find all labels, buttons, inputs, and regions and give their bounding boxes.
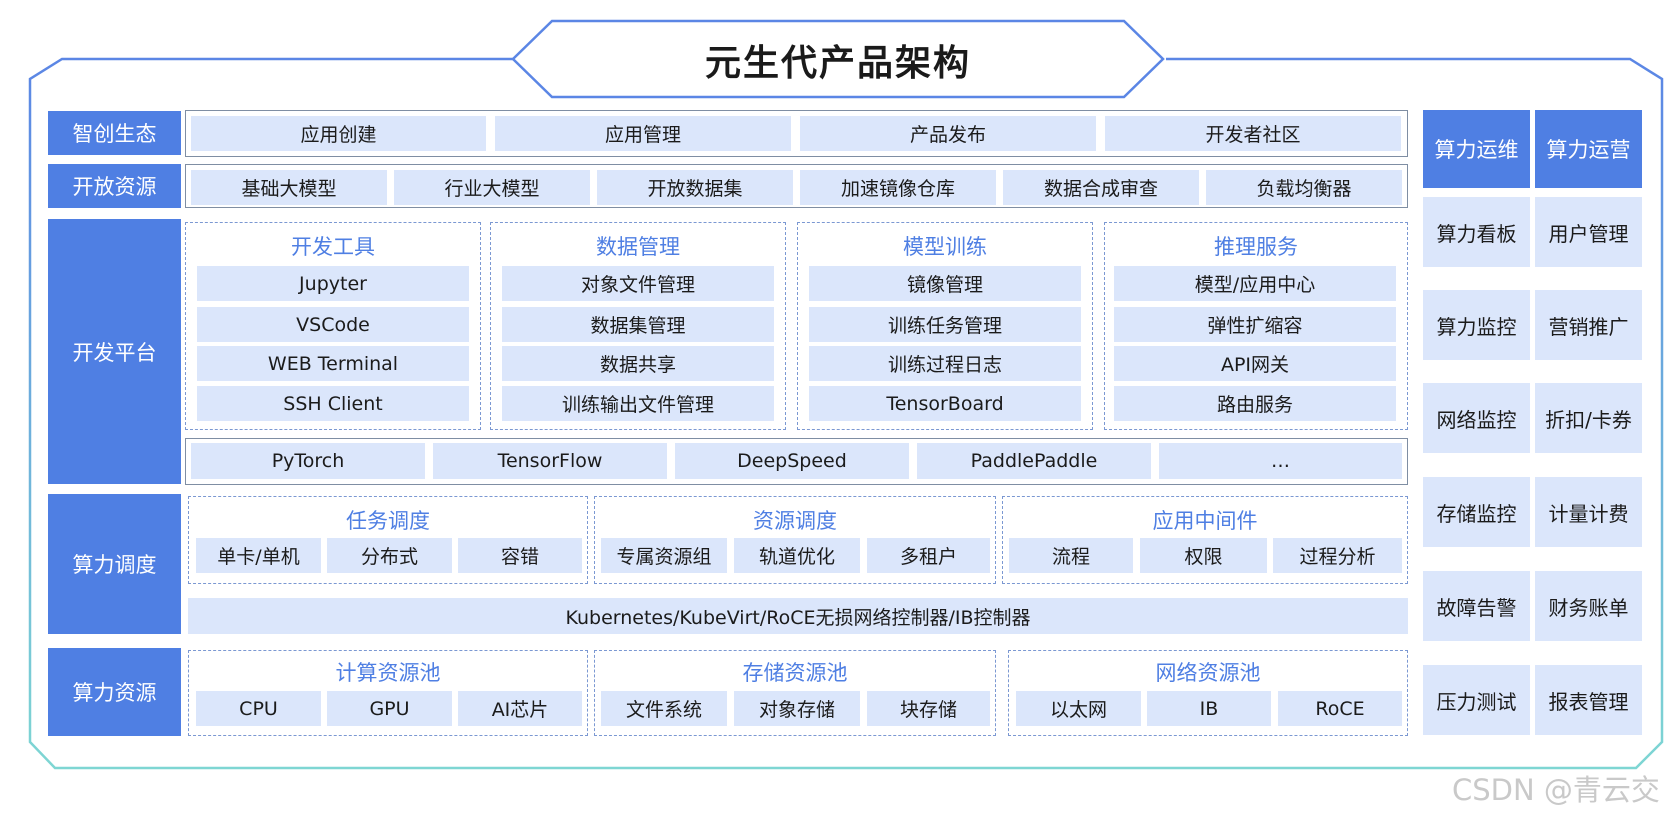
dev-group-item: 训练输出文件管理 — [502, 386, 774, 421]
resource-group-box — [594, 650, 996, 736]
scheduling-group-item: 容错 — [458, 538, 582, 573]
resource-group-item: 以太网 — [1016, 691, 1141, 726]
right-column-item: 用户管理 — [1535, 197, 1642, 267]
dev-group-title: 数据管理 — [596, 235, 680, 259]
framework-item: PyTorch — [191, 443, 425, 479]
open-resource-item: 数据合成审查 — [1003, 170, 1199, 205]
row-label-dev-platform: 开发平台 — [48, 219, 181, 484]
right-column-item: 网络监控 — [1423, 383, 1530, 453]
open-resource-item: 加速镜像仓库 — [800, 170, 996, 205]
right-column-item: 算力监控 — [1423, 290, 1530, 360]
scheduling-group-box — [188, 496, 588, 584]
row-label-scheduling: 算力调度 — [48, 494, 181, 634]
scheduling-group-title: 应用中间件 — [1152, 509, 1258, 533]
open-resource-item: 基础大模型 — [191, 170, 387, 205]
resource-group-box — [1008, 650, 1408, 736]
right-column-header: 算力运维 — [1423, 110, 1530, 188]
resource-group-item: 对象存储 — [734, 691, 860, 726]
resource-group-item: IB — [1147, 691, 1271, 726]
dev-group-item: 训练任务管理 — [809, 307, 1081, 342]
dev-group-item: API网关 — [1114, 346, 1396, 381]
right-column-item: 存储监控 — [1423, 477, 1530, 547]
frameworks-box — [185, 438, 1408, 485]
dev-group-item: 路由服务 — [1114, 386, 1396, 421]
dev-group-title: 推理服务 — [1214, 235, 1298, 259]
dev-group-box — [185, 222, 481, 430]
scheduling-infra-bar: Kubernetes/KubeVirt/RoCE无损网络控制器/IB控制器 — [188, 598, 1408, 634]
dev-group-box — [490, 222, 786, 430]
right-column-item: 报表管理 — [1535, 665, 1642, 735]
open-resource-item: 行业大模型 — [394, 170, 590, 205]
scheduling-group-box — [594, 496, 996, 584]
scheduling-group-item: 过程分析 — [1273, 538, 1402, 573]
right-column-item: 计量计费 — [1535, 477, 1642, 547]
resource-group-box — [188, 650, 588, 736]
right-column-header: 算力运营 — [1535, 110, 1642, 188]
right-column-item: 算力看板 — [1423, 197, 1530, 267]
dev-group-item: 数据集管理 — [502, 307, 774, 342]
title-banner — [511, 19, 1165, 99]
watermark: CSDN @青云交 — [1452, 773, 1660, 807]
scheduling-group-item: 轨道优化 — [734, 538, 860, 573]
ecosystem-item: 开发者社区 — [1105, 116, 1401, 151]
scheduling-group-item: 专属资源组 — [601, 538, 727, 573]
scheduling-group-box — [1002, 496, 1408, 584]
right-column-item: 故障告警 — [1423, 571, 1530, 641]
ecosystem-item: 应用创建 — [191, 116, 486, 151]
row-label-ecosystem: 智创生态 — [48, 111, 181, 155]
dev-group-item: 训练过程日志 — [809, 346, 1081, 381]
resource-group-item: RoCE — [1278, 691, 1402, 726]
ecosystem-item: 应用管理 — [495, 116, 791, 151]
framework-item: … — [1159, 443, 1402, 479]
framework-item: DeepSpeed — [675, 443, 909, 479]
scheduling-group-item: 权限 — [1140, 538, 1267, 573]
ecosystem-item: 产品发布 — [800, 116, 1096, 151]
dev-group-item: VSCode — [197, 307, 469, 342]
open-resource-item: 开放数据集 — [597, 170, 793, 205]
scheduling-group-item: 单卡/单机 — [196, 538, 321, 573]
dev-group-item: TensorBoard — [809, 386, 1081, 421]
resource-group-item: 文件系统 — [601, 691, 727, 726]
framework-item: PaddlePaddle — [917, 443, 1151, 479]
resource-group-item: CPU — [196, 691, 321, 726]
resource-group-title: 存储资源池 — [742, 661, 848, 685]
dev-group-title: 模型训练 — [903, 235, 987, 259]
dev-group-item: Jupyter — [197, 266, 469, 301]
dev-group-title: 开发工具 — [291, 235, 375, 259]
resource-group-item: GPU — [327, 691, 452, 726]
row-label-resources: 算力资源 — [48, 648, 181, 736]
frame-outline — [28, 57, 1664, 770]
scheduling-group-title: 资源调度 — [753, 509, 837, 533]
right-column-item: 营销推广 — [1535, 290, 1642, 360]
resource-group-title: 计算资源池 — [335, 661, 441, 685]
framework-item: TensorFlow — [433, 443, 667, 479]
resource-group-title: 网络资源池 — [1155, 661, 1261, 685]
resource-group-item: AI芯片 — [458, 691, 582, 726]
dev-group-box — [1104, 222, 1408, 430]
dev-group-item: 弹性扩缩容 — [1114, 307, 1396, 342]
scheduling-group-item: 多租户 — [867, 538, 990, 573]
right-column-item: 压力测试 — [1423, 665, 1530, 735]
scheduling-group-item: 分布式 — [327, 538, 452, 573]
scheduling-group-title: 任务调度 — [346, 509, 430, 533]
open-resources-box — [185, 164, 1408, 208]
dev-group-item: 模型/应用中心 — [1114, 266, 1396, 301]
dev-group-item: 对象文件管理 — [502, 266, 774, 301]
right-column-item: 财务账单 — [1535, 571, 1642, 641]
open-resource-item: 负载均衡器 — [1206, 170, 1402, 205]
right-column-item: 折扣/卡券 — [1535, 383, 1642, 453]
row-label-open-resources: 开放资源 — [48, 164, 181, 208]
page-title: 元生代产品架构 — [704, 43, 971, 84]
dev-group-item: 数据共享 — [502, 346, 774, 381]
dev-group-item: SSH Client — [197, 386, 469, 421]
dev-group-item: WEB Terminal — [197, 346, 469, 381]
resource-group-item: 块存储 — [867, 691, 990, 726]
dev-group-box — [797, 222, 1093, 430]
ecosystem-box — [185, 110, 1408, 157]
dev-group-item: 镜像管理 — [809, 266, 1081, 301]
scheduling-group-item: 流程 — [1009, 538, 1133, 573]
